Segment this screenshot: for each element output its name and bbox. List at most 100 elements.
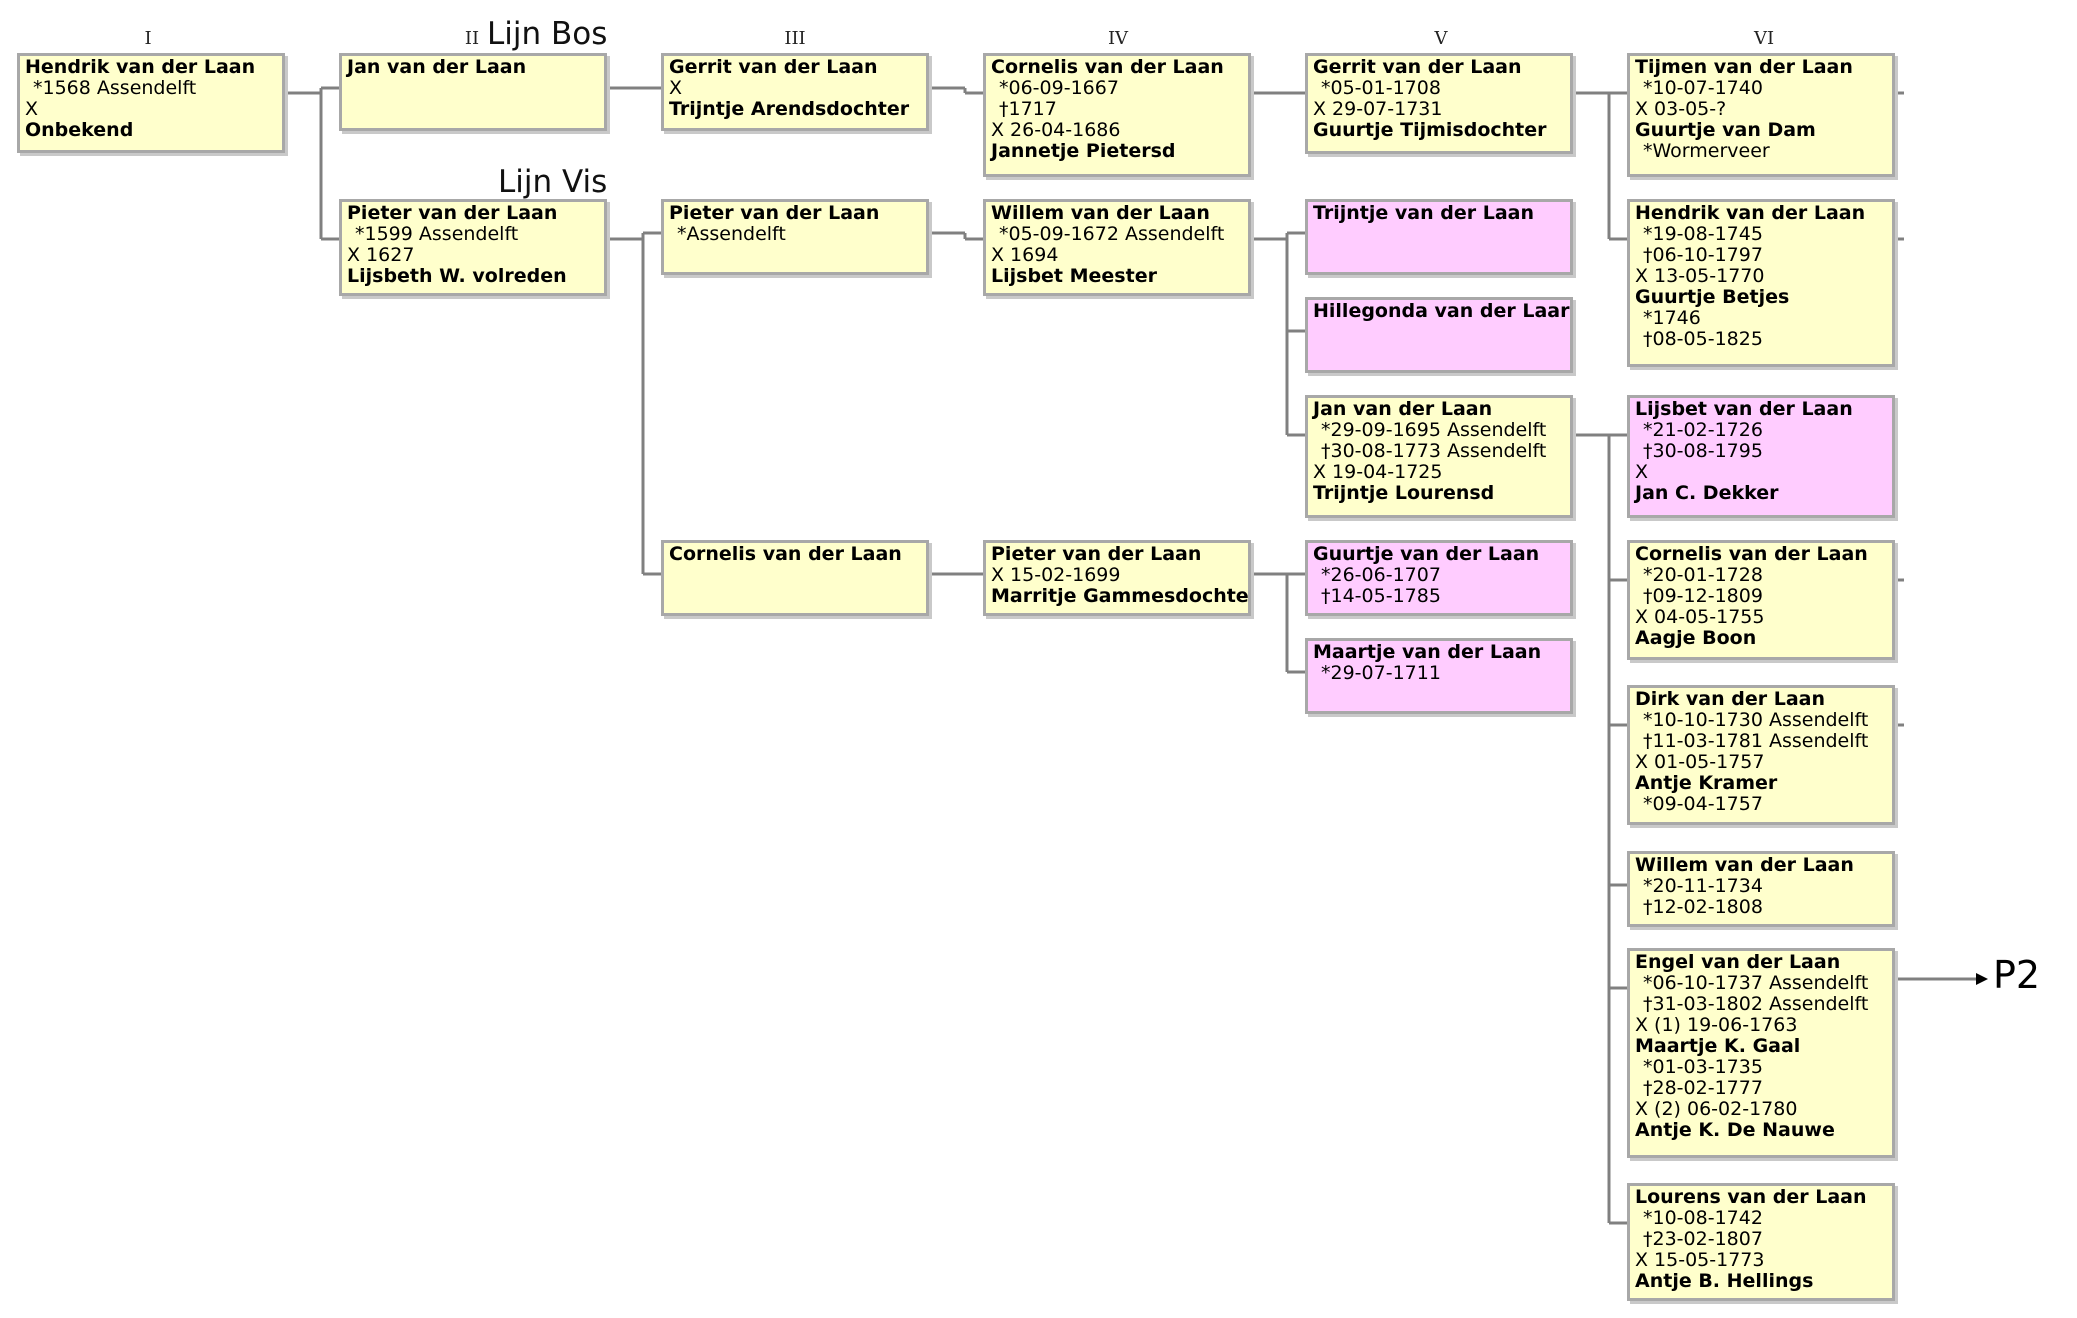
person-detail: X 01-05-1757 xyxy=(1635,751,1765,773)
person-name: Antje K. De Nauwe xyxy=(1635,1119,1835,1141)
person-name: Jannetje Pietersd xyxy=(991,140,1176,162)
person-detail: †30-08-1795 xyxy=(1643,440,1763,462)
person-detail: X xyxy=(669,77,683,99)
person-box-pieter-iii: Pieter van der Laan*Assendelft xyxy=(661,199,929,275)
person-detail: *1599 Assendelft xyxy=(355,223,519,245)
generation-header-3: III xyxy=(784,28,806,49)
person-name: Maartje K. Gaal xyxy=(1635,1035,1801,1057)
person-detail: X 1627 xyxy=(347,244,415,266)
person-box-willem-1734: Willem van der Laan*20-11-1734†12-02-180… xyxy=(1627,851,1895,927)
person-detail: *1568 Assendelft xyxy=(33,77,197,99)
person-detail: *06-09-1667 xyxy=(999,77,1119,99)
person-box-maartje-1711: Maartje van der Laan*29-07-1711 xyxy=(1305,638,1573,714)
person-name: Hillegonda van der Laar xyxy=(1313,300,1570,322)
person-name: Guurtje van Dam xyxy=(1635,119,1816,141)
person-detail: *20-11-1734 xyxy=(1643,875,1763,897)
person-box-willem-1672: Willem van der Laan*05-09-1672 Assendelf… xyxy=(983,199,1251,296)
person-name: Gerrit van der Laan xyxy=(669,56,878,78)
person-name: Antje B. Hellings xyxy=(1635,1270,1814,1292)
person-detail: †08-05-1825 xyxy=(1643,328,1763,350)
person-name: Engel van der Laan xyxy=(1635,951,1841,973)
person-name: Pieter van der Laan xyxy=(991,543,1202,565)
person-detail: *10-07-1740 xyxy=(1643,77,1763,99)
person-detail: †14-05-1785 xyxy=(1321,585,1441,607)
person-detail: *Assendelft xyxy=(677,223,786,245)
line-label-vis: Lijn Vis xyxy=(498,164,608,200)
person-box-hillegonda: Hillegonda van der Laar xyxy=(1305,297,1573,373)
person-box-cornelis-1728: Cornelis van der Laan*20-01-1728†09-12-1… xyxy=(1627,540,1895,660)
person-box-jan-1695: Jan van der Laan*29-09-1695 Assendelft†3… xyxy=(1305,395,1573,518)
person-box-guurtje-1707: Guurtje van der Laan*26-06-1707†14-05-17… xyxy=(1305,540,1573,616)
person-name: Guurtje Betjes xyxy=(1635,286,1790,308)
generation-header-1: I xyxy=(144,28,152,49)
arrow-head-icon xyxy=(1976,973,1988,985)
generation-header-5: V xyxy=(1434,28,1448,49)
person-name: Trijntje Lourensd xyxy=(1313,482,1495,504)
person-detail: *1746 xyxy=(1643,307,1701,329)
continuation-label: P2 xyxy=(1993,953,2041,997)
person-name: Hendrik van der Laan xyxy=(25,56,256,78)
person-name: Cornelis van der Laan xyxy=(991,56,1224,78)
generation-header-4: IV xyxy=(1107,28,1129,49)
person-detail: *06-10-1737 Assendelft xyxy=(1643,972,1869,994)
person-name: Willem van der Laan xyxy=(991,202,1210,224)
person-box-dirk-1730: Dirk van der Laan*10-10-1730 Assendelft†… xyxy=(1627,685,1895,825)
person-name: Marritje Gammesdochte xyxy=(991,585,1249,607)
person-detail: *21-02-1726 xyxy=(1643,419,1763,441)
person-detail: †12-02-1808 xyxy=(1643,896,1763,918)
person-detail: †28-02-1777 xyxy=(1643,1077,1763,1099)
person-detail: X xyxy=(1635,461,1649,483)
person-detail: †1717 xyxy=(999,98,1057,120)
person-name: Jan van der Laan xyxy=(1313,398,1493,420)
person-name: Tijmen van der Laan xyxy=(1635,56,1853,78)
person-box-lijsbet-1726: Lijsbet van der Laan*21-02-1726†30-08-17… xyxy=(1627,395,1895,518)
person-detail: X 03-05-? xyxy=(1635,98,1727,120)
person-detail: *10-08-1742 xyxy=(1643,1207,1763,1229)
person-detail: †30-08-1773 Assendelft xyxy=(1321,440,1547,462)
person-detail: X (1) 19-06-1763 xyxy=(1635,1014,1798,1036)
person-name: Antje Kramer xyxy=(1635,772,1778,794)
person-detail: X 29-07-1731 xyxy=(1313,98,1443,120)
person-detail: *20-01-1728 xyxy=(1643,564,1763,586)
person-name: Maartje van der Laan xyxy=(1313,641,1542,663)
person-name: Jan van der Laan xyxy=(347,56,527,78)
person-detail: †23-02-1807 xyxy=(1643,1228,1763,1250)
person-name: Hendrik van der Laan xyxy=(1635,202,1866,224)
person-name: Guurtje van der Laan xyxy=(1313,543,1540,565)
person-detail: *Wormerveer xyxy=(1643,140,1770,162)
person-name: Aagje Boon xyxy=(1635,627,1757,649)
person-name: Pieter van der Laan xyxy=(669,202,880,224)
person-box-lourens-1742: Lourens van der Laan*10-08-1742†23-02-18… xyxy=(1627,1183,1895,1301)
person-name: Jan C. Dekker xyxy=(1635,482,1779,504)
person-detail: X (2) 06-02-1780 xyxy=(1635,1098,1798,1120)
person-detail: X 15-05-1773 xyxy=(1635,1249,1765,1271)
person-detail: X 19-04-1725 xyxy=(1313,461,1443,483)
person-box-jan: Jan van der Laan xyxy=(339,53,607,131)
person-name: Trijntje Arendsdochter xyxy=(669,98,910,120)
person-box-engel-1737: Engel van der Laan*06-10-1737 Assendelft… xyxy=(1627,948,1895,1158)
person-name: Cornelis van der Laan xyxy=(1635,543,1868,565)
person-detail: X 15-02-1699 xyxy=(991,564,1121,586)
person-box-trijntje: Trijntje van der Laan xyxy=(1305,199,1573,275)
person-detail: *26-06-1707 xyxy=(1321,564,1441,586)
person-detail: *05-09-1672 Assendelft xyxy=(999,223,1225,245)
person-name: Lijsbet Meester xyxy=(991,265,1157,287)
person-detail: X xyxy=(25,98,39,120)
person-name: Pieter van der Laan xyxy=(347,202,558,224)
person-name: Guurtje Tijmisdochter xyxy=(1313,119,1547,141)
person-detail: *10-10-1730 Assendelft xyxy=(1643,709,1869,731)
person-detail: X 26-04-1686 xyxy=(991,119,1121,141)
person-box-hendrik-1745: Hendrik van der Laan*19-08-1745†06-10-17… xyxy=(1627,199,1895,367)
person-name: Lourens van der Laan xyxy=(1635,1186,1867,1208)
person-detail: *01-03-1735 xyxy=(1643,1056,1763,1078)
person-name: Cornelis van der Laan xyxy=(669,543,902,565)
line-label-bos: Lijn Bos xyxy=(487,16,608,52)
